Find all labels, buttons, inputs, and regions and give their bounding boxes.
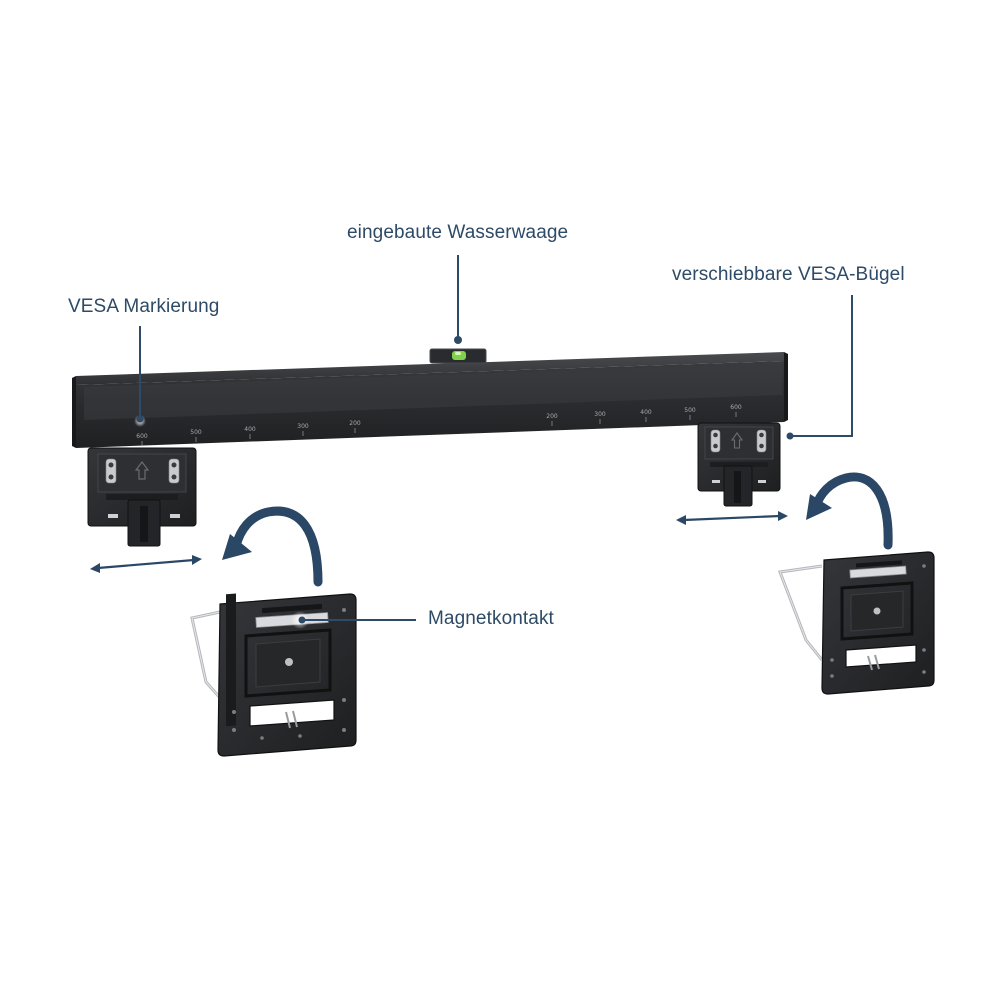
right-tv-plate	[777, 551, 935, 695]
scale-label-right-600: 600	[730, 404, 742, 411]
left-slide-arrow	[90, 555, 202, 573]
scale-label-left-600: 600	[136, 433, 148, 440]
wall-rail	[72, 352, 788, 448]
vesa-marking-callout: VESA Markierung	[68, 296, 220, 317]
left-mount-arrow	[222, 506, 323, 587]
spirit-level	[429, 348, 487, 364]
scale-label-left-300: 300	[297, 423, 309, 430]
callout-leader-lines	[136, 255, 853, 624]
scale-label-right-200: 200	[546, 413, 558, 420]
left-tv-plate	[190, 593, 357, 757]
right-slide-arrow	[676, 511, 788, 525]
scale-label-left-200: 200	[349, 420, 361, 427]
scale-label-left-500: 500	[190, 429, 202, 436]
right-sliding-bracket	[697, 422, 781, 507]
magnet-contact-callout: Magnetkontakt	[428, 608, 554, 629]
right-mount-arrow	[806, 472, 893, 550]
scale-label-left-400: 400	[244, 426, 256, 433]
sliding-bracket-leader-line	[792, 295, 853, 437]
scale-label-right-400: 400	[640, 409, 652, 416]
sliding-brackets-callout: verschiebbare VESA-Bügel	[672, 264, 905, 285]
vesa-scale: 600 500 400 300 200 200 300 400 500 600	[136, 404, 742, 446]
scale-label-right-300: 300	[594, 411, 606, 418]
level-callout: eingebaute Wasserwaage	[347, 222, 569, 243]
left-sliding-bracket	[87, 447, 197, 547]
scale-label-right-500: 500	[684, 407, 696, 414]
